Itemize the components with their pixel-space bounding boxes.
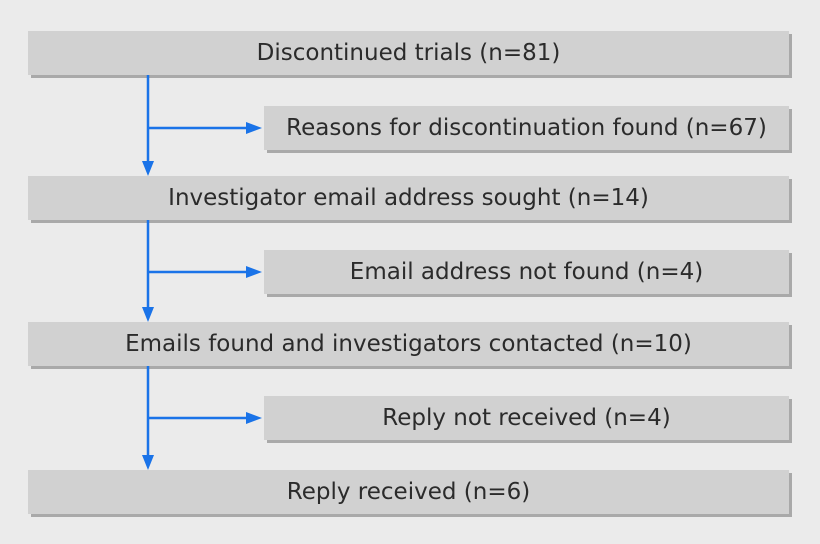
- node-reply-received: Reply received (n=6): [28, 470, 789, 514]
- arrow-down-1: [142, 75, 154, 176]
- node-investigators-contacted: Emails found and investigators contacted…: [28, 322, 789, 366]
- node-email-not-found: Email address not found (n=4): [264, 250, 789, 294]
- arrow-right-1: [148, 122, 262, 134]
- node-reply-not-received: Reply not received (n=4): [264, 396, 789, 440]
- node-email-sought: Investigator email address sought (n=14): [28, 176, 789, 220]
- arrow-right-2: [148, 266, 262, 278]
- arrow-down-2: [142, 220, 154, 322]
- node-reasons-found: Reasons for discontinuation found (n=67): [264, 106, 789, 150]
- node-discontinued-trials: Discontinued trials (n=81): [28, 31, 789, 75]
- arrow-right-3: [148, 412, 262, 424]
- arrow-down-3: [142, 366, 154, 470]
